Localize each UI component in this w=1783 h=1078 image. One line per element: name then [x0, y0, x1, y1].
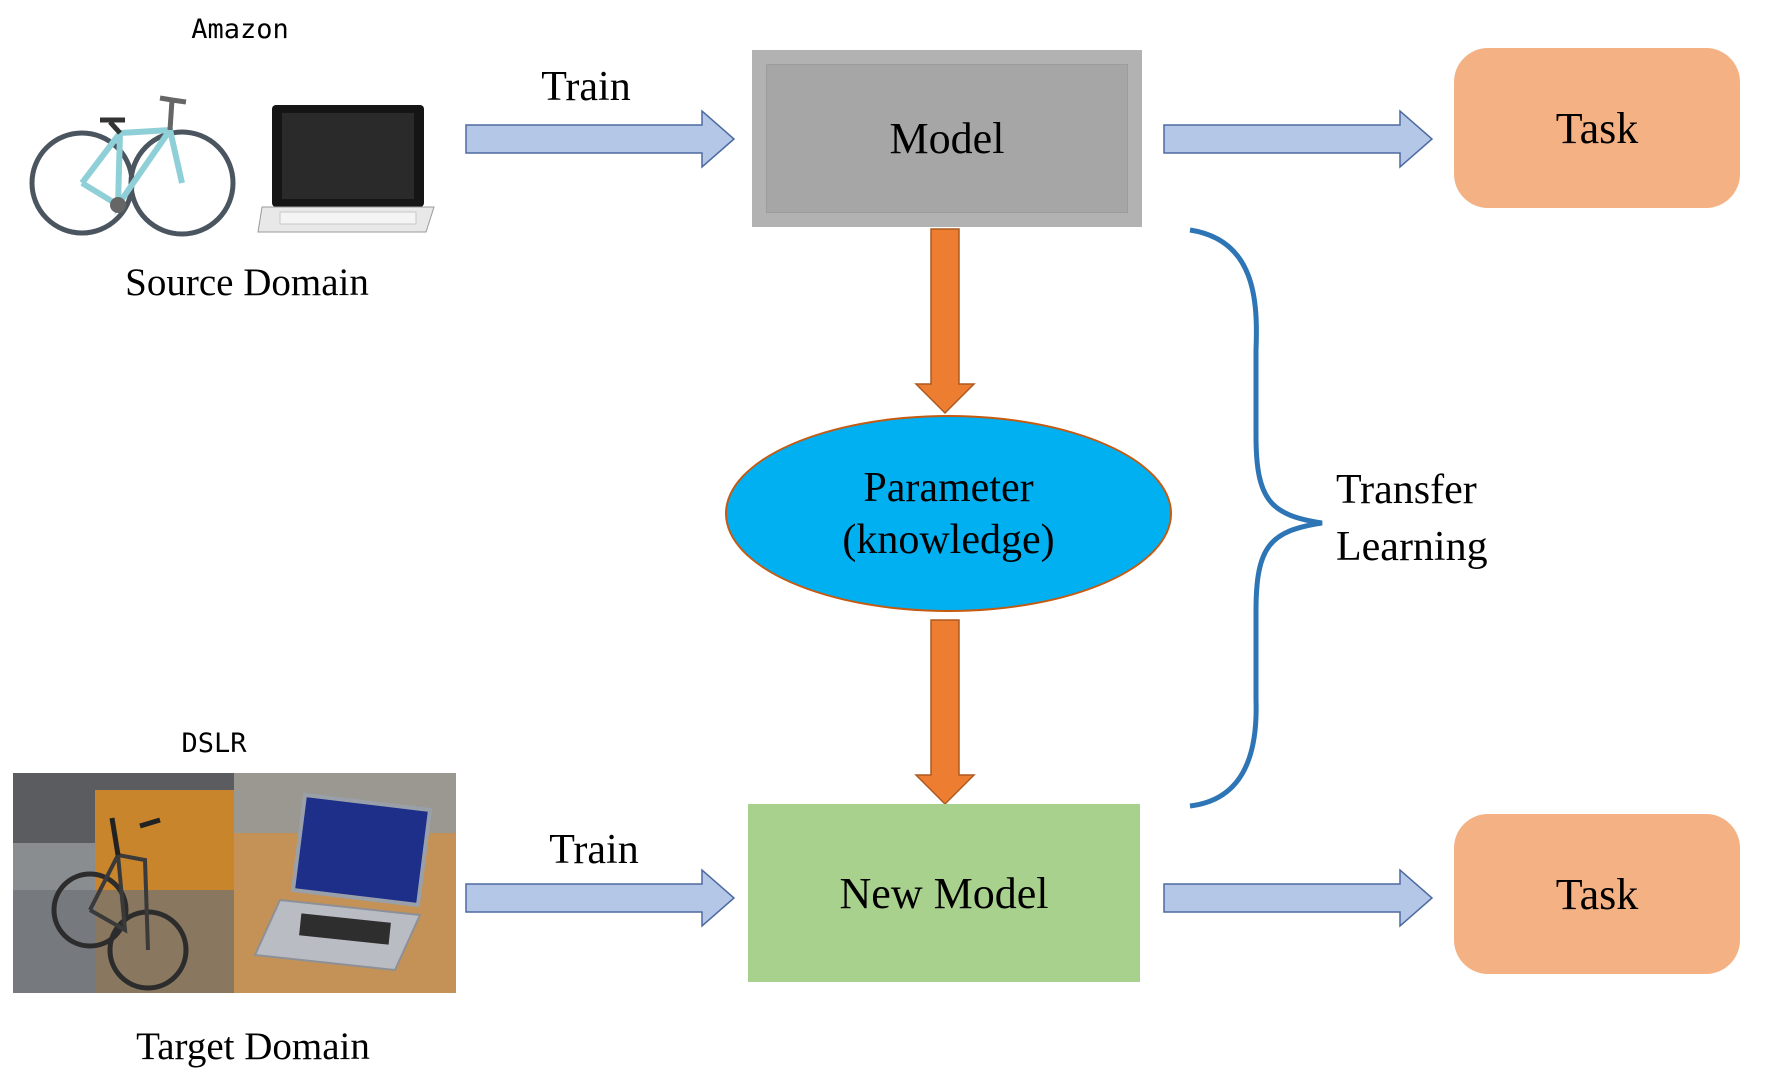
transfer-brace [1189, 227, 1323, 809]
train-label-bottom: Train [549, 827, 639, 873]
laptop-icon [257, 105, 435, 233]
arrow-model-to-parameter [914, 228, 976, 415]
task-label-top: Task [1555, 103, 1639, 153]
new-model-box: New Model [748, 804, 1140, 982]
arrow-train-bottom [465, 868, 736, 928]
transfer-learning-label: Transfer Learning [1336, 462, 1488, 576]
arrow-train-top [465, 109, 736, 169]
model-box: Model [752, 50, 1142, 227]
model-label: Model [889, 114, 1005, 163]
learning-label: Learning [1336, 524, 1488, 570]
source-domain-caption: Source Domain [125, 261, 369, 304]
laptop-photo [234, 773, 456, 993]
parameter-ellipse: Parameter (knowledge) [725, 415, 1172, 612]
orange-arrows [914, 228, 976, 806]
new-model-label: New Model [839, 868, 1049, 918]
parameter-label: Parameter [863, 464, 1034, 511]
source-dataset-label: Amazon [191, 14, 289, 45]
target-domain-caption: Target Domain [136, 1025, 370, 1068]
task-box-bottom: Task [1454, 814, 1740, 974]
arrow-newmodel-to-task [1163, 868, 1434, 928]
blue-arrows [465, 109, 1434, 928]
task-box-top: Task [1454, 48, 1740, 208]
bicycle-photo [13, 773, 234, 993]
train-label-top: Train [541, 64, 631, 110]
arrow-parameter-to-newmodel [914, 619, 976, 806]
bicycle-icon [29, 95, 236, 237]
knowledge-label: (knowledge) [842, 516, 1055, 563]
target-dataset-label: DSLR [181, 728, 247, 759]
task-label-bottom: Task [1555, 869, 1639, 919]
transfer-label: Transfer [1336, 467, 1477, 513]
arrow-model-to-task [1163, 109, 1434, 169]
